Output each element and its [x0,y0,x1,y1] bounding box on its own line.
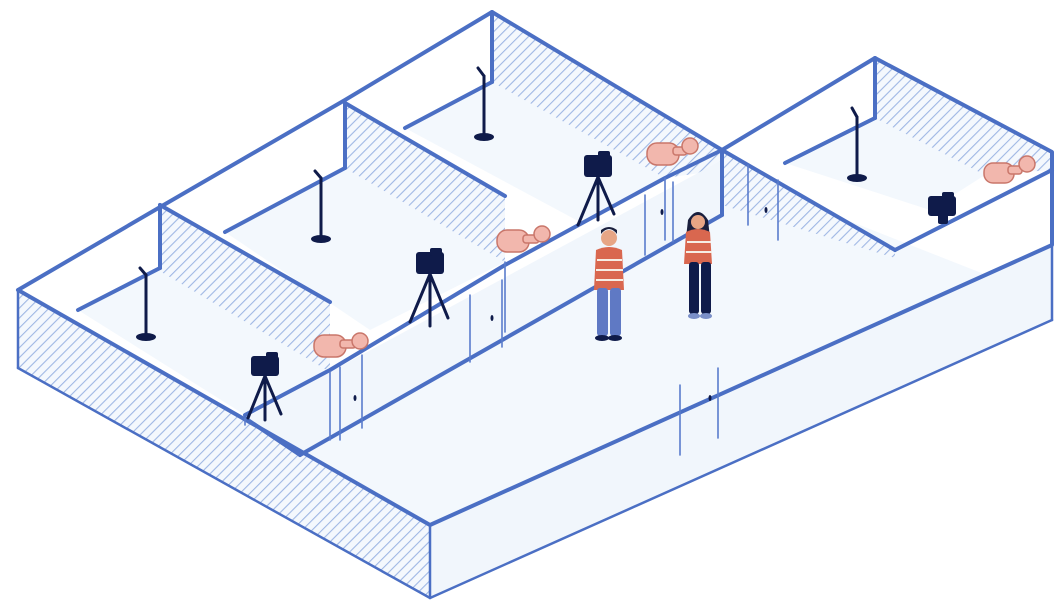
room-2-back-wall [345,103,505,262]
video-camera-icon [246,352,283,422]
people [594,212,712,341]
hall-floor [250,170,1050,560]
door-room-3 [644,181,674,256]
hatched-walls [18,12,1052,598]
microphones [136,66,867,341]
microphone-icon [136,266,156,341]
person-man-icon [594,227,624,341]
microphone-icon [311,169,331,243]
outer-wall-front-right [430,245,1052,598]
video-camera-icon [408,248,450,328]
room-3-floor [405,82,665,222]
acoustic-panel-icon [983,155,1036,184]
door-room-4 [747,164,779,241]
doors [339,164,779,456]
door-room-1 [339,354,363,441]
acoustic-panel-icon [646,137,699,166]
microphone-icon [474,66,494,141]
room-1-back-wall [158,205,330,372]
door-front-exit [679,367,719,456]
video-camera-icon [576,151,616,227]
acoustic-panel-icon [313,332,369,358]
outer-wall-front-left [18,290,430,598]
acoustic-panel-icon [496,225,551,253]
outer-top-edge [16,10,1054,527]
room-4-floor [785,118,985,210]
acoustic-panels [313,137,1036,358]
room-4-back-wall [875,58,1052,175]
microphone-icon [847,106,867,182]
video-camera-icon [928,192,956,224]
door-room-2 [469,279,503,363]
floors [78,82,1050,560]
cameras [246,151,956,422]
person-woman-icon [684,212,712,319]
wall-outlines [16,10,1054,600]
room-3-back-wall [492,12,722,178]
